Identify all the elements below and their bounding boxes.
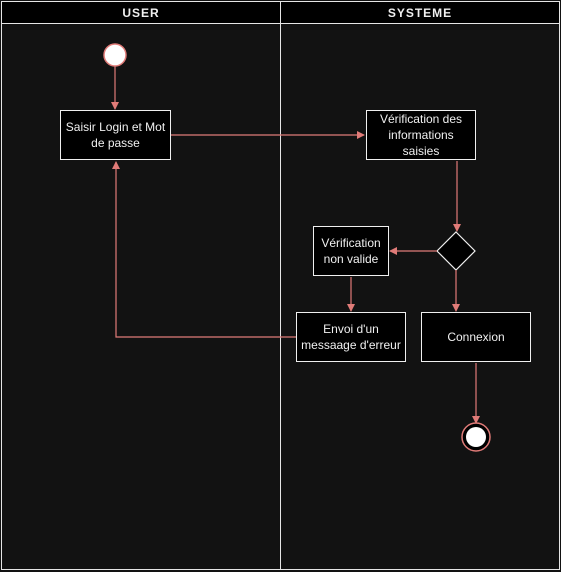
- lane-user: USER: [1, 1, 281, 570]
- lane-systeme-header: SYSTEME: [281, 2, 559, 24]
- node-verification-non-valide: Vérification non valide: [313, 226, 389, 276]
- lane-systeme: SYSTEME: [280, 1, 560, 570]
- node-saisir-login: Saisir Login et Mot de passe: [60, 110, 171, 160]
- lane-user-header: USER: [2, 2, 280, 24]
- node-envoi-erreur: Envoi d'un messaage d'erreur: [296, 312, 406, 362]
- node-verification: Vérification des informations saisies: [366, 110, 476, 160]
- node-connexion: Connexion: [421, 312, 531, 362]
